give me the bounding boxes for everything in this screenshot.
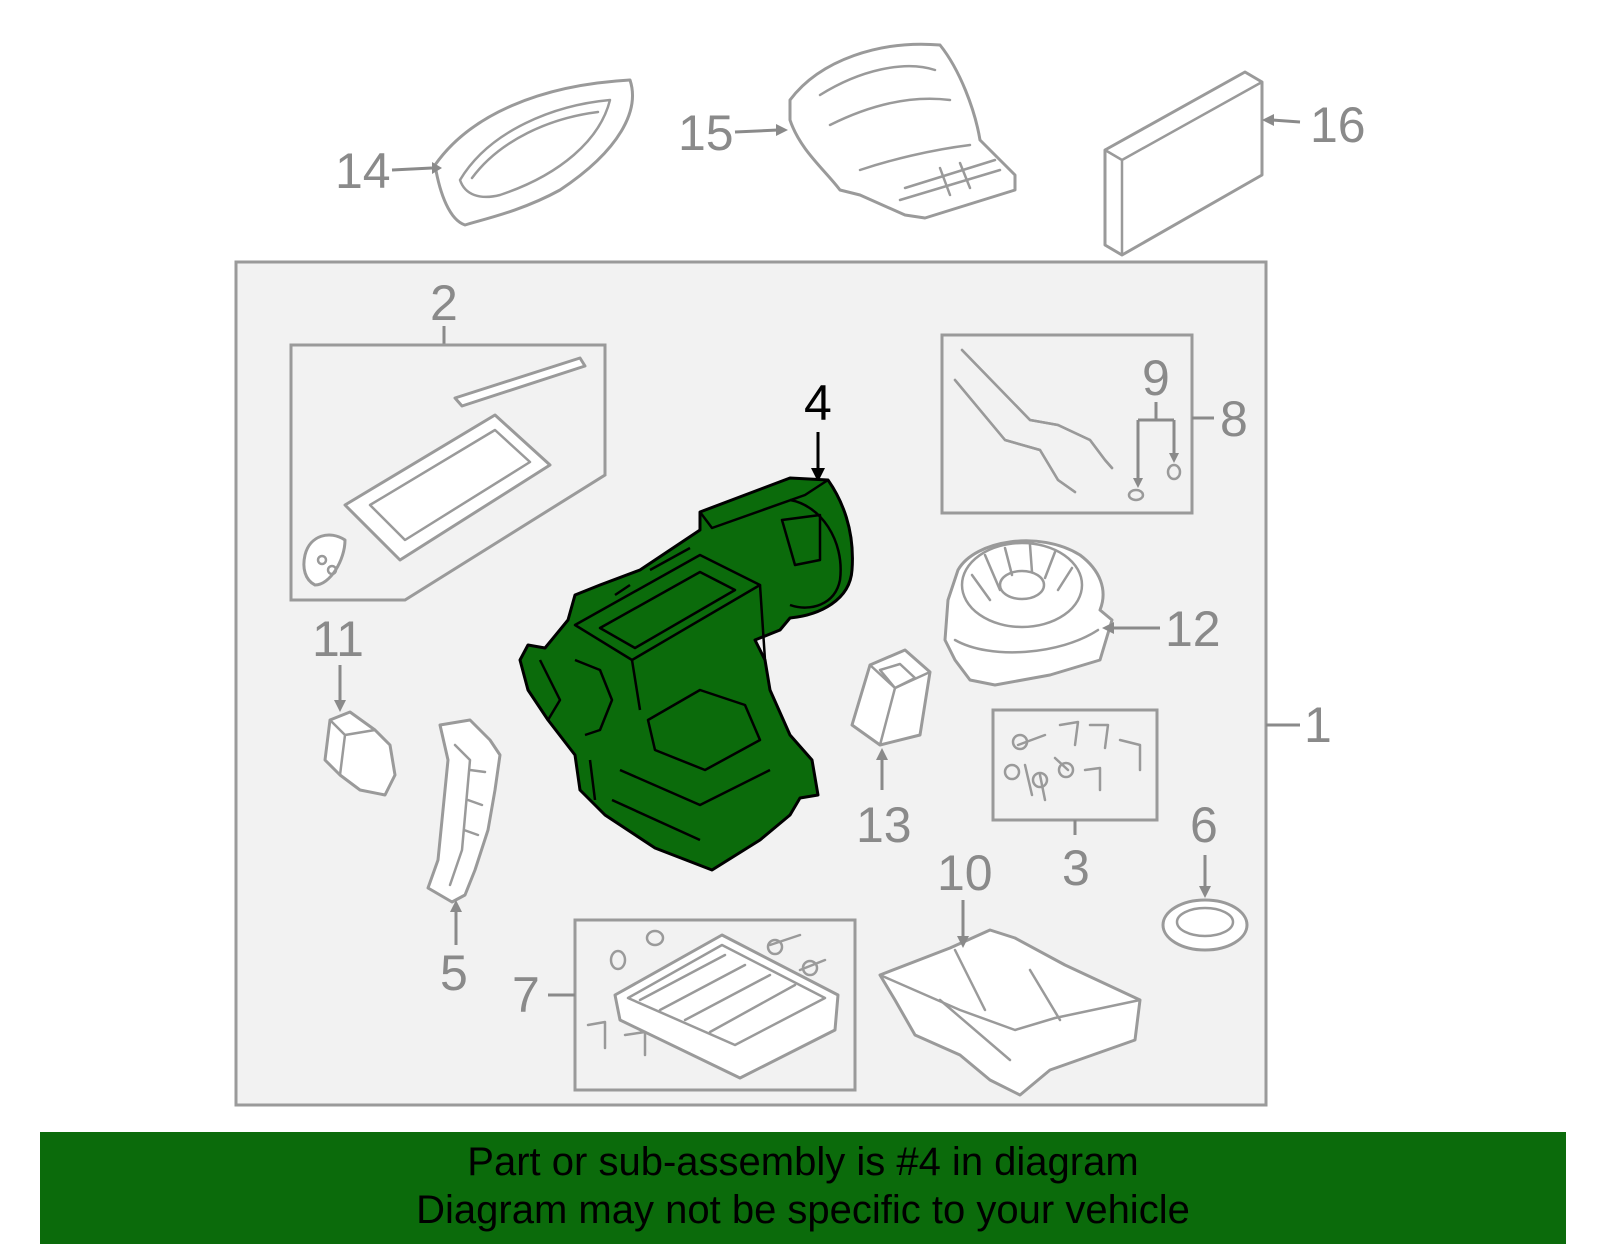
arrowhead-15: [776, 124, 788, 136]
part-5[interactable]: [426, 718, 502, 904]
banner-line-1: Part or sub-assembly is #4 in diagram: [467, 1140, 1139, 1184]
part-2[interactable]: [302, 356, 587, 587]
part-13[interactable]: [850, 648, 932, 747]
arrowhead-16: [1262, 114, 1274, 126]
arrowhead-11: [334, 700, 346, 712]
arrowhead-9: [1133, 453, 1179, 488]
part-8-box: [940, 333, 1194, 515]
arrowhead-14: [432, 162, 442, 174]
callout-14: 14: [335, 143, 391, 199]
leader-9: [1136, 402, 1176, 480]
callout-7: 7: [512, 967, 540, 1023]
part-3-box: [991, 708, 1159, 822]
callout-15: 15: [678, 105, 734, 161]
callout-8: 8: [1220, 391, 1248, 447]
callout-10: 10: [937, 845, 993, 901]
banner-line-2: Diagram may not be specific to your vehi…: [416, 1188, 1190, 1232]
arrowhead-4: [811, 468, 825, 482]
part-15[interactable]: [788, 42, 1017, 220]
callout-6: 6: [1190, 797, 1218, 853]
arrowhead-13: [876, 748, 888, 760]
arrowhead-5: [450, 900, 462, 912]
part-14[interactable]: [433, 78, 634, 227]
callout-4: 4: [804, 375, 832, 431]
callout-13: 13: [856, 797, 912, 853]
info-banner: Part or sub-assembly is #4 in diagram Di…: [40, 1132, 1566, 1244]
part-11[interactable]: [323, 710, 397, 797]
callout-1: 1: [1304, 697, 1332, 753]
part-9[interactable]: [1127, 463, 1182, 502]
arrowhead-10: [957, 936, 969, 948]
part-10[interactable]: [878, 928, 1142, 1097]
part-7[interactable]: [586, 929, 840, 1080]
callout-11: 11: [312, 611, 364, 667]
callout-3: 3: [1062, 840, 1090, 896]
callout-2: 2: [430, 275, 458, 331]
part-6[interactable]: [1161, 898, 1249, 952]
callout-12: 12: [1165, 601, 1221, 657]
callout-16: 16: [1310, 97, 1366, 153]
leader-14: [391, 166, 433, 172]
arrowhead-12: [1102, 622, 1114, 634]
leader-16: [1271, 118, 1301, 124]
part-3[interactable]: [1003, 720, 1142, 802]
part-8[interactable]: [953, 348, 1114, 494]
callout-9: 9: [1142, 350, 1170, 406]
part-12[interactable]: [943, 539, 1114, 687]
leader-15: [734, 128, 779, 134]
part-4-highlighted[interactable]: [518, 476, 854, 872]
arrowhead-6: [1199, 886, 1211, 898]
part-16[interactable]: [1103, 70, 1264, 257]
callout-5: 5: [440, 945, 468, 1001]
